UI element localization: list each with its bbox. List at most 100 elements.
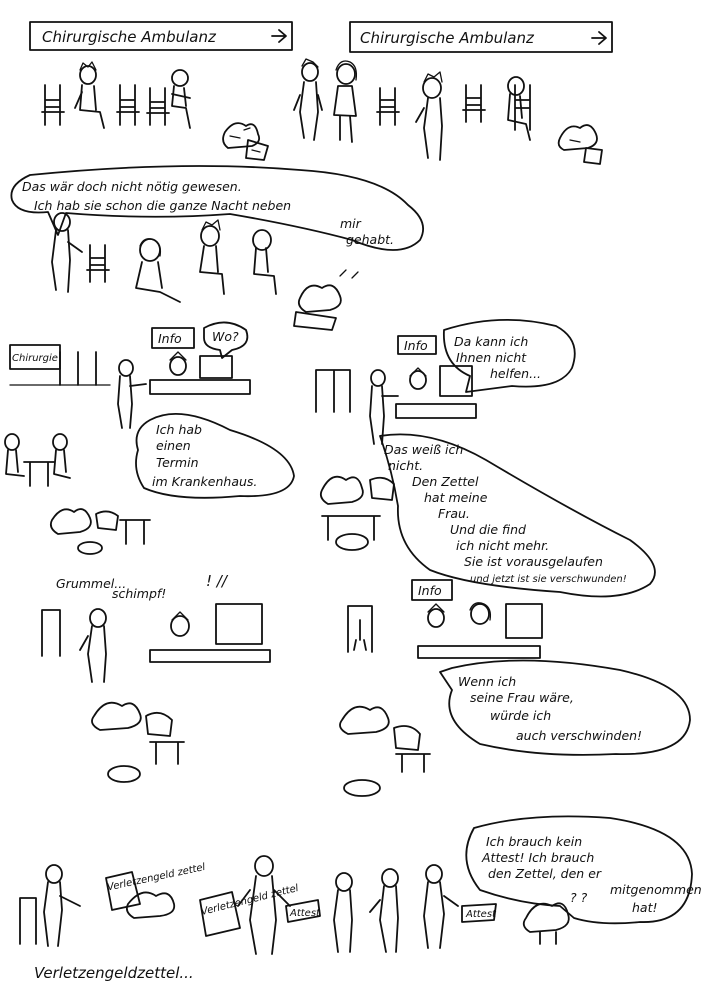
speech-line: Frau.	[438, 506, 470, 521]
speech-line: gehabt.	[346, 232, 394, 247]
info-sign-text: Info	[158, 331, 182, 346]
person-standing	[333, 872, 353, 953]
man-at-desk	[117, 359, 147, 429]
speech-bubble	[203, 321, 249, 359]
grumbling-man	[79, 608, 107, 683]
waiting-man	[507, 76, 531, 141]
panel-7: Ich brauch kein Attest! Ich brauch den Z…	[19, 815, 702, 982]
chair	[514, 84, 531, 131]
speech-line: den Zettel, den er	[488, 866, 602, 881]
speech-line: mitgenommen	[610, 882, 702, 897]
dog	[222, 122, 269, 161]
man-sitting	[199, 219, 225, 295]
panel-2: Das wär doch nicht nötig gewesen. Ich ha…	[10, 165, 424, 331]
speech-line: Wenn ich	[458, 674, 516, 689]
speech-line: hat meine	[424, 490, 488, 505]
chirurgie-wall-sign-text: Chirurgie	[12, 353, 58, 364]
chair	[462, 84, 486, 123]
speech-bubble	[10, 165, 424, 251]
ambulanz-sign-left	[29, 21, 293, 51]
speech-line: Da kann ich	[454, 334, 528, 349]
speech-line: und jetzt ist sie verschwunden!	[470, 574, 627, 585]
speech-line: ich nicht mehr.	[456, 538, 549, 553]
chair	[86, 244, 110, 283]
ambulanz-sign-right	[349, 21, 613, 53]
panel-4: Info Da kann ich Ihnen nicht helfen... D…	[315, 318, 656, 598]
speech-line: Ich hab sie schon die ganze Nacht neben	[34, 198, 291, 213]
receptionist-speech: Wo?	[212, 329, 239, 344]
paper-label: Attest	[289, 908, 321, 919]
woman-standing	[333, 60, 358, 143]
panel-3: Chirurgie Info Wo? Ich hab einen Termin …	[4, 321, 295, 555]
dog	[125, 891, 176, 919]
man-with-bandage	[51, 212, 83, 293]
computer-monitor	[199, 355, 233, 379]
chair	[41, 84, 65, 126]
paper-note: Attest	[461, 903, 497, 923]
paper-label: Verletzengeld zettel	[106, 862, 206, 894]
speech-line: nicht.	[388, 458, 423, 473]
speech-line: im Krankenhaus.	[152, 474, 257, 489]
speech-line: Das weiß ich	[384, 442, 463, 457]
speech-bubble	[439, 659, 691, 756]
exclaim-text: ! //	[206, 572, 229, 590]
man-sitting	[252, 229, 277, 295]
receptionist	[427, 603, 445, 628]
info-sign-text: Info	[404, 338, 428, 353]
speech-bubble	[135, 413, 295, 499]
speech-bubble	[443, 318, 576, 393]
chair	[146, 87, 170, 126]
computer-monitor	[439, 365, 473, 397]
dog	[91, 701, 185, 783]
info-sign-text: Info	[418, 583, 442, 598]
speech-line: Das wär doch nicht nötig gewesen.	[22, 179, 242, 194]
receptionist	[169, 351, 187, 376]
speech-line: Und die find	[450, 522, 526, 537]
question-marks: ? ?	[570, 890, 588, 905]
panel-5: Grummel... schimpf! ! //	[41, 572, 271, 783]
doorway	[41, 609, 61, 657]
arrow-right-icon	[591, 31, 607, 45]
speech-line: Sie ist vorausgelaufen	[464, 554, 603, 569]
speech-line: seine Frau wäre,	[470, 690, 574, 705]
waiting-man	[74, 61, 105, 129]
doorway	[315, 369, 351, 413]
grumble-text: schimpf!	[112, 586, 166, 601]
dog	[319, 475, 395, 551]
dog	[339, 705, 431, 797]
ambulanz-sign-left-text: Chirurgische Ambulanz	[42, 28, 217, 46]
grumble-text: Grummel...	[56, 576, 126, 591]
man-standing	[293, 58, 323, 141]
man-at-desk	[369, 369, 399, 445]
ambulanz-sign-right-text: Chirurgische Ambulanz	[360, 29, 535, 47]
receptionist	[409, 367, 427, 390]
speech-line: auch verschwinden!	[516, 728, 642, 743]
doorway	[347, 605, 373, 653]
receptionist	[170, 611, 190, 637]
speech-bubble	[465, 815, 693, 925]
speech-line: Attest! Ich brauch	[481, 850, 594, 865]
dog	[293, 269, 359, 331]
person-standing	[423, 864, 459, 949]
speech-line: Ihnen nicht	[456, 350, 527, 365]
speech-line: hat!	[632, 900, 658, 915]
person-standing	[369, 868, 399, 953]
chair	[116, 84, 140, 126]
info-sign	[411, 579, 453, 601]
colleague	[469, 602, 492, 625]
dog	[49, 508, 151, 555]
doorway	[59, 351, 97, 386]
info-sign	[151, 327, 195, 349]
woman-sitting	[135, 238, 181, 303]
injured-man-sitting	[171, 69, 191, 129]
dog	[557, 124, 603, 165]
speech-line: Den Zettel	[412, 474, 479, 489]
info-sign	[397, 335, 437, 355]
computer-monitor	[505, 603, 543, 639]
walking-figure	[353, 619, 367, 651]
speech-line: mir	[340, 216, 362, 231]
doctor	[237, 855, 291, 955]
panel-6: Info Wenn ich seine Frau wäre, würde ich…	[339, 579, 691, 797]
